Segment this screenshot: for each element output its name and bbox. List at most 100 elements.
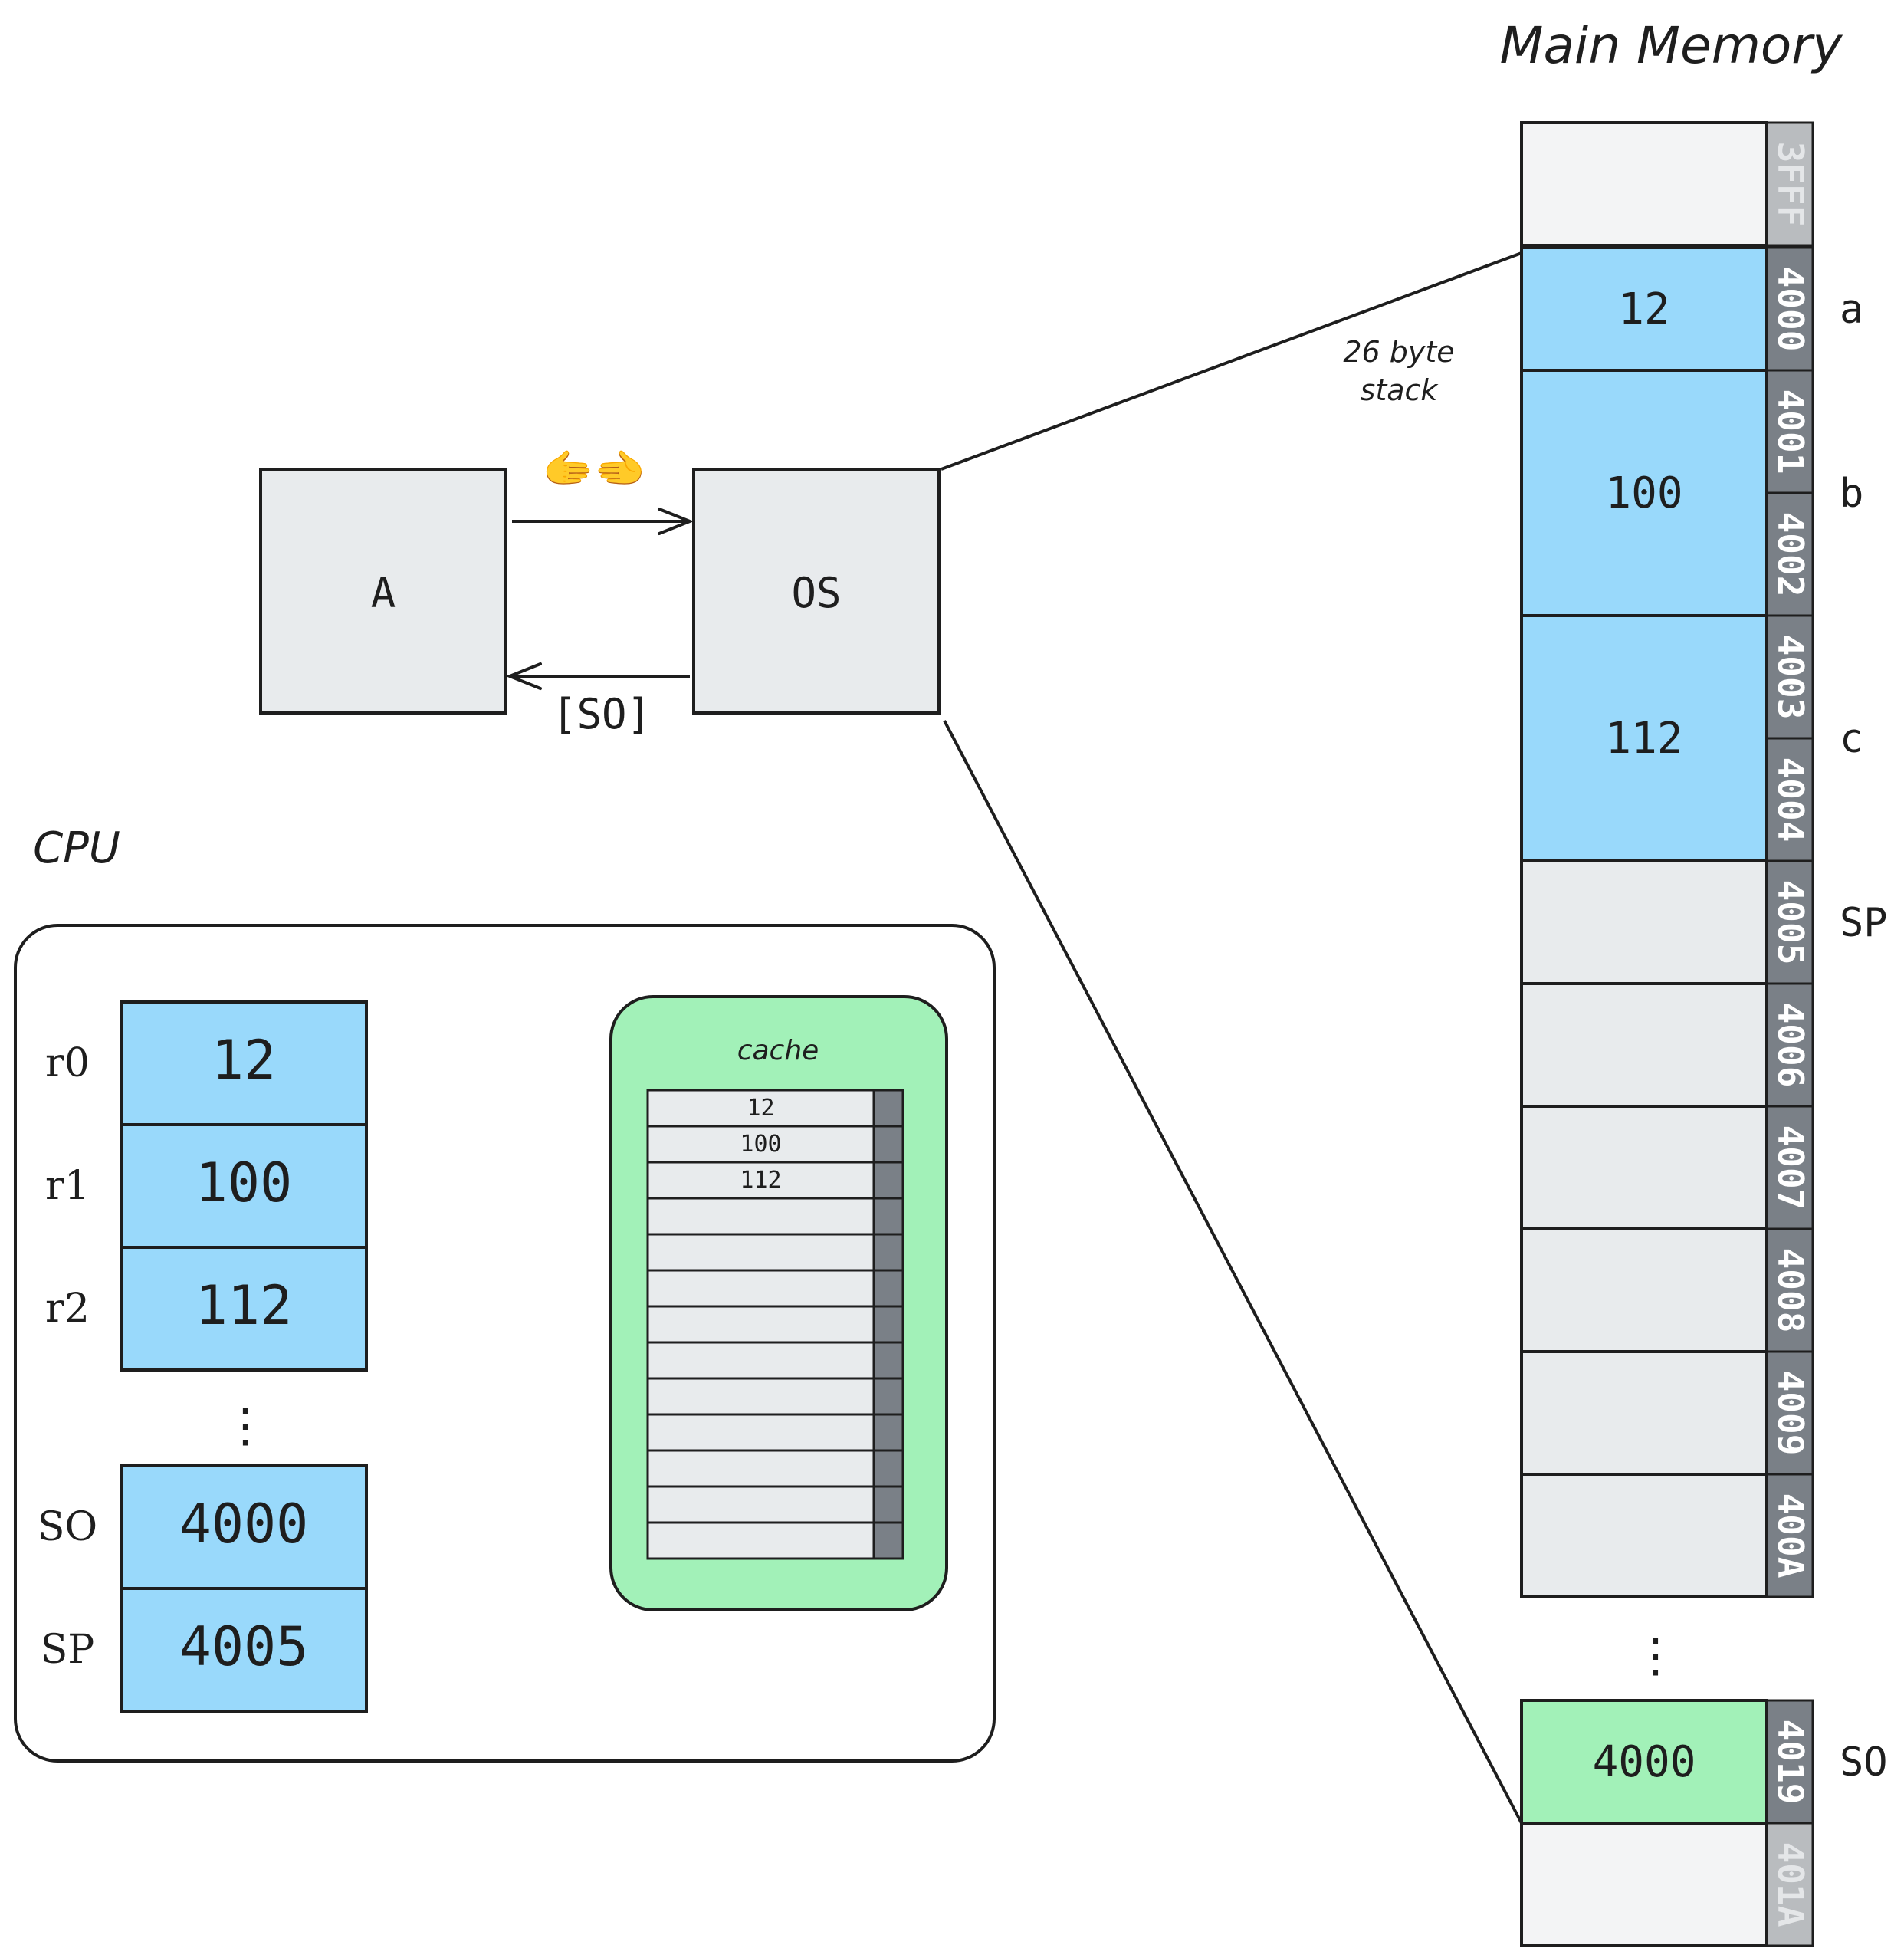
register-name: r1 — [45, 1163, 90, 1209]
register-value: 4005 — [179, 1615, 309, 1678]
memory-cell-4009: 4009 — [1520, 1350, 1814, 1476]
memory-value: 100 — [1605, 468, 1682, 518]
memory-address-strip — [1765, 1227, 1814, 1353]
cache-line — [646, 1341, 904, 1380]
cache-line: 112 — [646, 1161, 904, 1200]
cache-line — [646, 1377, 904, 1416]
memory-value-box — [1520, 1227, 1768, 1353]
cache-line — [646, 1269, 904, 1308]
memory-address-label: 4009 — [1770, 1371, 1811, 1456]
cache-line-cell — [646, 1377, 875, 1416]
stack-size-note-line2: stack — [1361, 373, 1439, 407]
memory-variable-label: c — [1840, 716, 1863, 762]
memory-variable-label: b — [1840, 471, 1863, 517]
memory-address-strip — [1765, 1350, 1814, 1476]
return-arrow — [505, 662, 690, 690]
memory-value-box — [1520, 1105, 1768, 1230]
cache-line-tag — [872, 1413, 904, 1452]
cache-line-tag — [872, 1197, 904, 1236]
memory-address-strip — [1765, 859, 1814, 985]
memory-address-label: 401A — [1770, 1842, 1811, 1927]
memory-address-strip — [1765, 614, 1814, 740]
cache-line-tag — [872, 1089, 904, 1128]
memory-value-box — [1520, 121, 1768, 247]
cache-line-cell — [646, 1449, 875, 1488]
memory-cell-401a: 401A — [1520, 1822, 1814, 1947]
cache-line: 12 — [646, 1089, 904, 1128]
memory-address-label: 4006 — [1770, 1003, 1811, 1088]
register-value: 112 — [195, 1274, 292, 1337]
cache-line-cell — [646, 1485, 875, 1524]
stack-leader-bottom — [943, 720, 1523, 1824]
memory-address-strip — [1765, 121, 1814, 247]
cache-line — [646, 1413, 904, 1452]
memory-address-label: 4000 — [1770, 267, 1811, 352]
memory-address-label: 4007 — [1770, 1125, 1811, 1211]
memory-address-strip — [1765, 1473, 1814, 1598]
cache-line-value: 12 — [747, 1095, 774, 1122]
cache-line-cell — [646, 1341, 875, 1380]
register-box — [120, 1000, 368, 1126]
cache-line-cell — [646, 1413, 875, 1452]
memory-cell-3fff: 3FFF — [1520, 121, 1814, 247]
process-a-label: A — [371, 569, 396, 617]
cache-line — [646, 1305, 904, 1344]
cache-line-tag — [872, 1125, 904, 1164]
memory-value-box — [1520, 859, 1768, 985]
memory-cell-4000: 12 a 4000 — [1520, 246, 1863, 372]
memory-cell-4004: 4004 — [1765, 737, 1814, 862]
cache-line-cell — [646, 1305, 875, 1344]
return-label: [SO] — [552, 690, 652, 738]
cache-line-cell — [646, 1521, 875, 1560]
memory-address-label: 4019 — [1770, 1720, 1811, 1805]
memory-cell-4002: 4002 — [1765, 491, 1814, 617]
register-r2: 112 r2 — [45, 1246, 368, 1372]
memory-address-label: 4004 — [1770, 757, 1811, 843]
memory-value-box — [1520, 614, 1768, 862]
memory-value: 12 — [1618, 284, 1669, 334]
stack-leader-top — [941, 251, 1522, 471]
cache-line — [646, 1521, 904, 1560]
os-process: OS — [692, 468, 941, 715]
memory-variable-label: SP — [1840, 900, 1888, 946]
memory-address-strip — [1765, 1105, 1814, 1230]
cache-line-value: 100 — [740, 1131, 781, 1158]
memory-cell-400a: 400A — [1520, 1473, 1814, 1598]
register-box — [120, 1246, 368, 1372]
memory-address-label: 400A — [1770, 1493, 1811, 1579]
cache-line: 100 — [646, 1125, 904, 1164]
register-name: r2 — [45, 1286, 90, 1332]
memory-address-strip — [1765, 369, 1814, 494]
memory-address-strip — [1765, 737, 1814, 862]
register-value: 100 — [195, 1151, 292, 1214]
memory-address-label: 4003 — [1770, 635, 1811, 720]
memory-title: Main Memory — [1500, 16, 1843, 75]
cache-line — [646, 1233, 904, 1272]
cache-line-cell — [646, 1197, 875, 1236]
call-arrow — [512, 508, 694, 535]
cpu-title: CPU — [33, 823, 120, 873]
memory-ellipsis: ⋮ — [1633, 1631, 1679, 1681]
memory-value-box — [1520, 1822, 1768, 1947]
register-box — [120, 1123, 368, 1249]
cache-line-tag — [872, 1269, 904, 1308]
cache-line-tag — [872, 1341, 904, 1380]
cache-line-tag — [872, 1521, 904, 1560]
cache-line-cell — [646, 1089, 875, 1128]
cache-title: cache — [737, 1035, 819, 1066]
stack-size-note-line1: 26 byte — [1343, 335, 1454, 369]
memory-address-strip — [1765, 1822, 1814, 1947]
register-box — [120, 1587, 368, 1713]
memory-cell-4007: 4007 — [1520, 1105, 1814, 1230]
memory-address-label: 3FFF — [1770, 142, 1811, 227]
register-ellipsis: ⋮ — [222, 1401, 268, 1451]
register-name: SP — [41, 1627, 95, 1673]
register-sp: 4005 SP — [41, 1587, 368, 1713]
memory-variable-label: a — [1840, 287, 1863, 333]
